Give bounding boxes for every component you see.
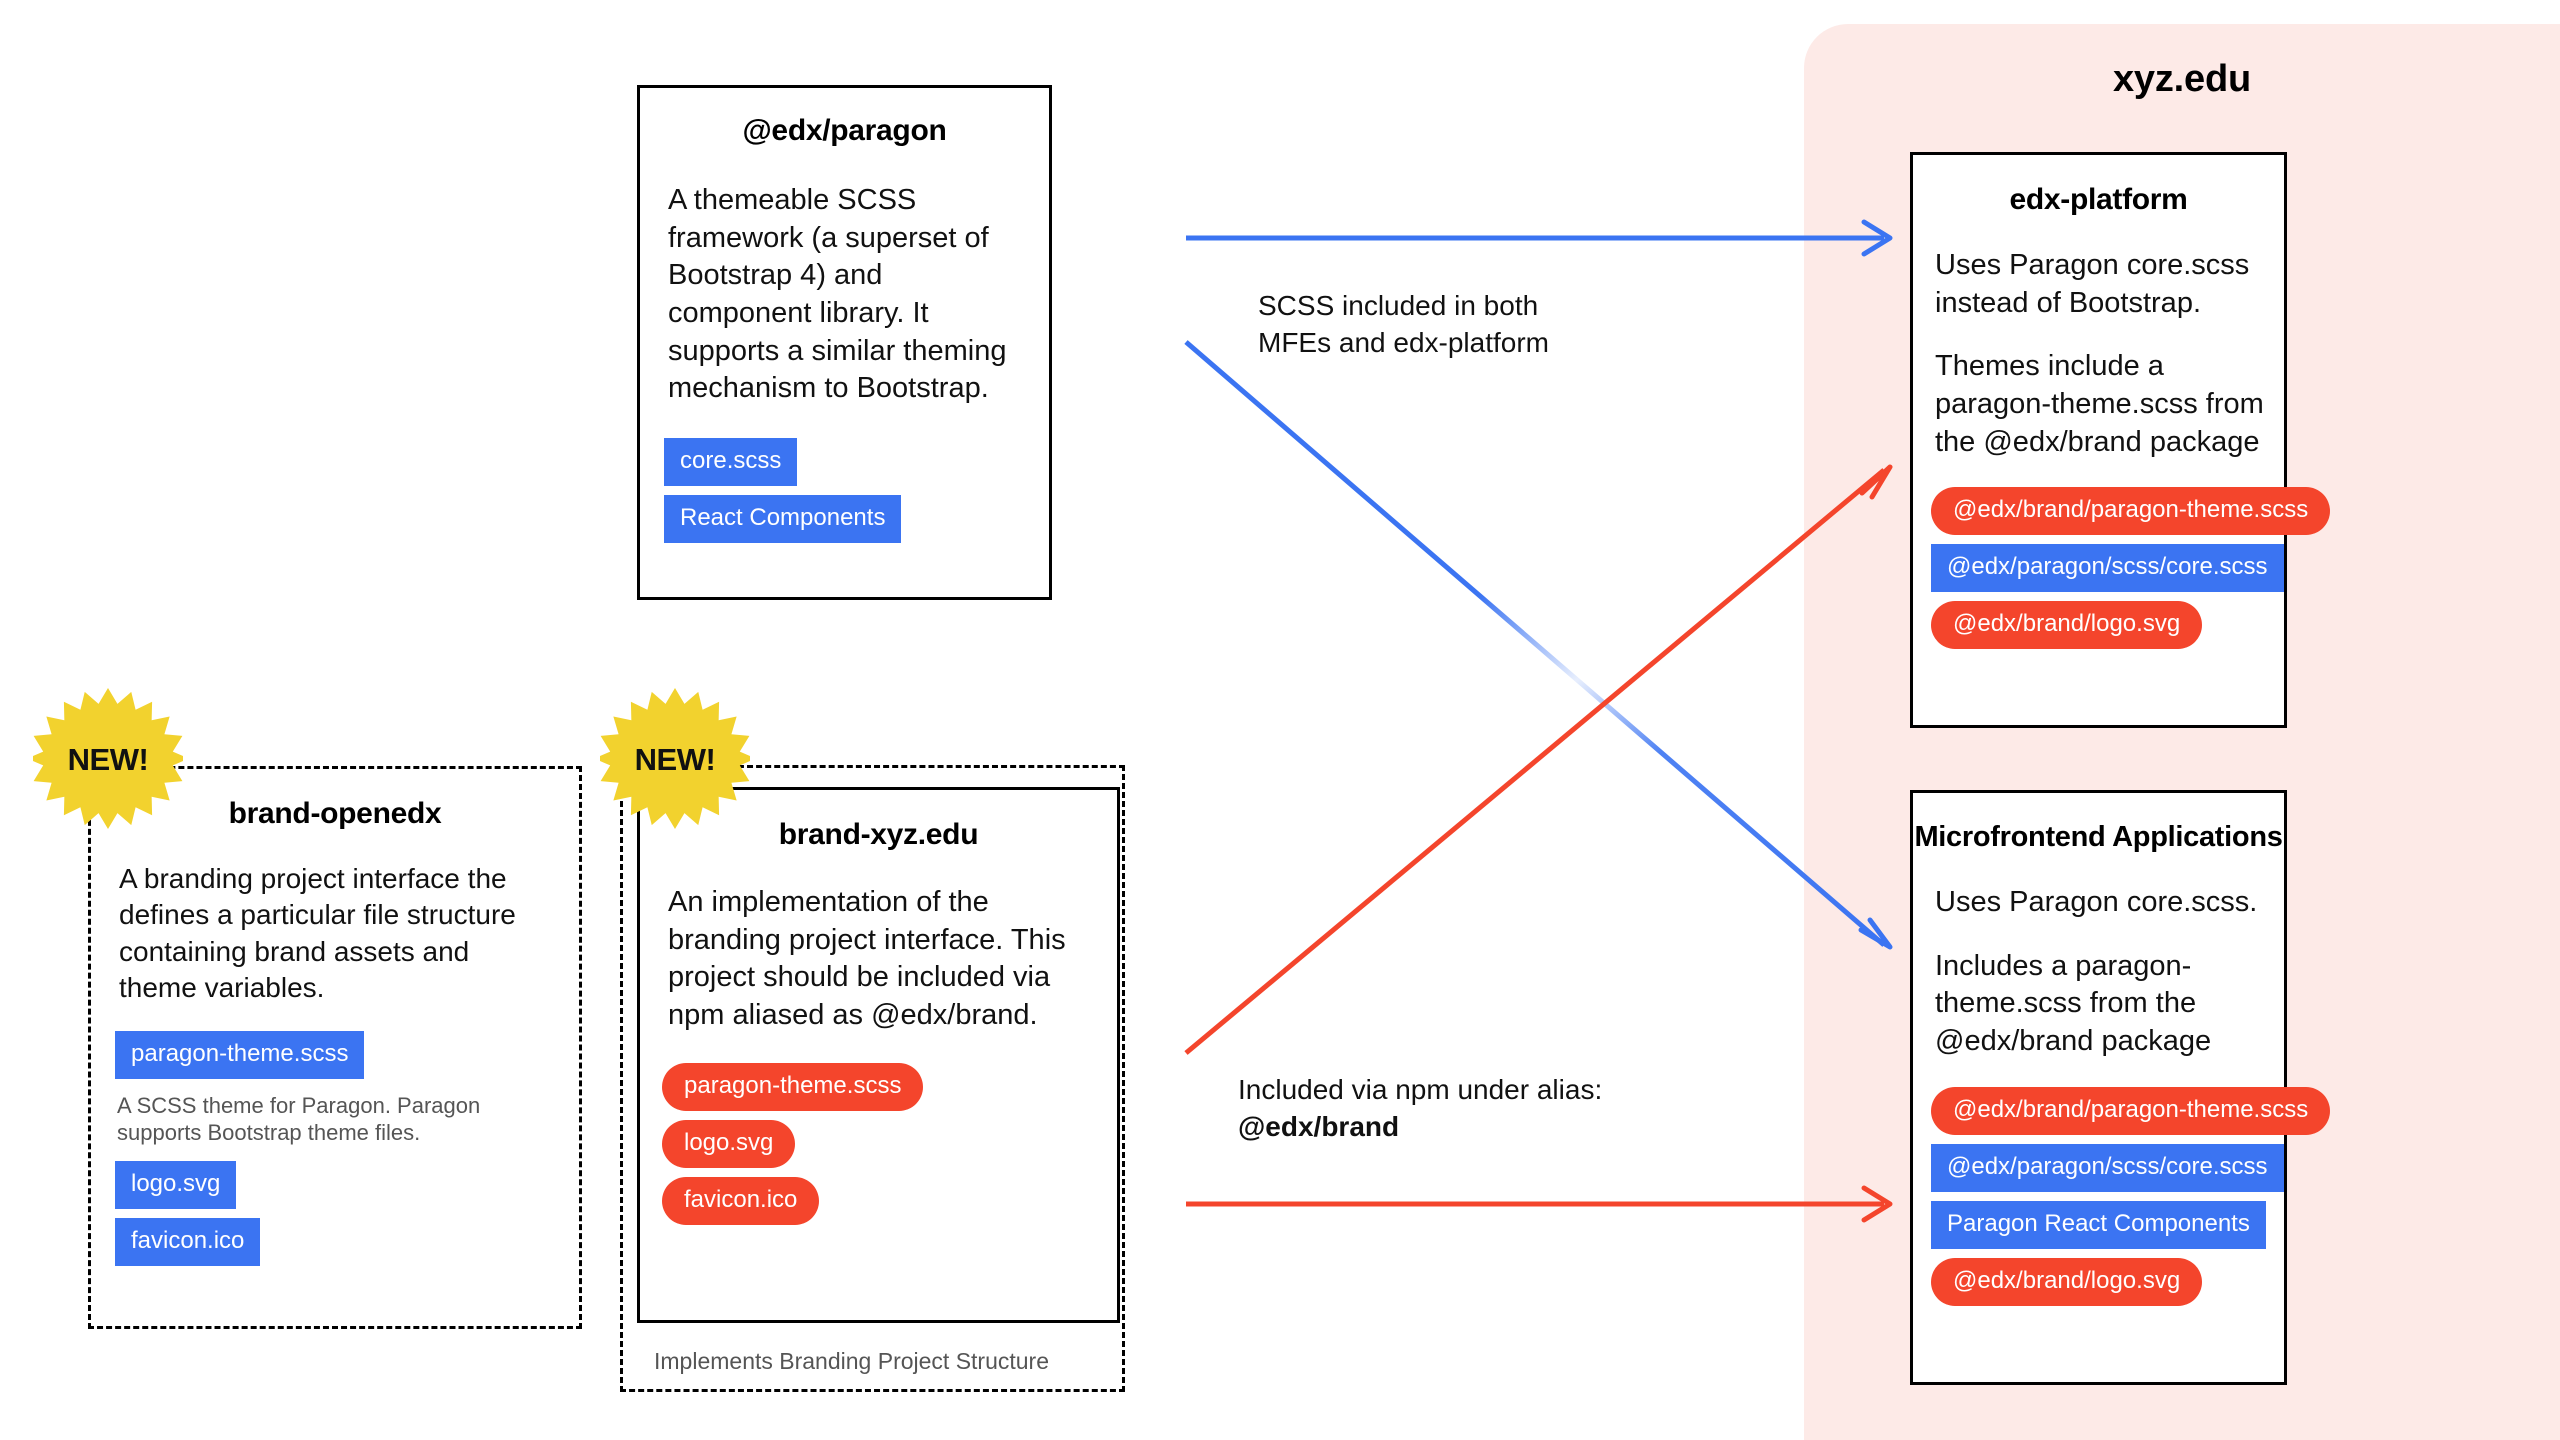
tag-edx-brand-paragon-theme-scss[interactable]: @edx/brand/paragon-theme.scss xyxy=(1931,1086,2331,1135)
brand-openedx-title: brand-openedx xyxy=(228,797,442,830)
arrow-label-npm-line2: @edx/brand xyxy=(1238,1110,1400,1142)
tag-paragon-theme-scss[interactable]: paragon-theme.scss xyxy=(662,1062,924,1111)
microfrontend-applications-body: Uses Paragon core.scss. Includes a parag… xyxy=(1935,884,2264,1061)
microfrontend-paragraph-2: Includes a paragon-theme.scss from the @… xyxy=(1935,949,2212,1058)
tag-row: @edx/brand/paragon-theme.scss xyxy=(1931,1086,2331,1144)
tag-row: Paragon React Components xyxy=(1931,1200,2284,1258)
xyz-edu-panel-title: xyz.edu xyxy=(2113,58,2251,100)
brand-xyz-edu-paragraph: An implementation of the branding projec… xyxy=(668,886,1066,1032)
tag-favicon-ico[interactable]: favicon.ico xyxy=(115,1217,261,1266)
tag-edx-brand-paragon-theme-scss[interactable]: @edx/brand/paragon-theme.scss xyxy=(1931,487,2331,536)
paragon-box: @edx/paragon A themeable SCSS framework … xyxy=(637,85,1052,600)
arrow-label-npm: Included via npm under alias: @edx/brand xyxy=(1238,1072,1718,1146)
new-badge-brand-openedx: NEW! xyxy=(27,685,189,835)
tag-row: React Components xyxy=(664,495,1049,552)
paragon-box-paragraph: A themeable SCSS framework (a superset o… xyxy=(668,184,1007,405)
starburst-icon xyxy=(594,688,756,829)
edx-platform-title: edx-platform xyxy=(2009,183,2188,216)
brand-openedx-tag-list-top: paragon-theme.scss xyxy=(115,1030,579,1088)
tag-row: logo.svg xyxy=(115,1160,579,1218)
paragon-box-tag-list: core.scss React Components xyxy=(664,438,1049,552)
arrow-brand-to-edx-platform xyxy=(1184,464,1893,1055)
tag-row: favicon.ico xyxy=(662,1176,1117,1234)
tag-react-components[interactable]: React Components xyxy=(664,495,902,544)
brand-xyz-edu-title: brand-xyz.edu xyxy=(778,818,979,851)
microfrontend-paragraph-1: Uses Paragon core.scss. xyxy=(1935,886,2258,918)
paragon-box-title: @edx/paragon xyxy=(742,114,947,147)
brand-openedx-note: A SCSS theme for Paragon. Paragon suppor… xyxy=(117,1092,481,1146)
arrow-label-scss-line2: MFEs and edx-platform xyxy=(1258,326,1549,358)
edx-platform-paragraph-1: Uses Paragon core.scss instead of Bootst… xyxy=(1935,249,2250,319)
arrow-scss-to-edx-platform xyxy=(1186,219,1893,257)
brand-xyz-edu-outer-box xyxy=(620,765,1125,1392)
tag-core-scss[interactable]: core.scss xyxy=(664,438,798,487)
tag-edx-brand-logo-svg[interactable]: @edx/brand/logo.svg xyxy=(1931,1257,2203,1306)
edx-platform-box: edx-platform Uses Paragon core.scss inst… xyxy=(1910,152,2331,728)
microfrontend-applications-box: Microfrontend Applications Uses Paragon … xyxy=(1910,790,2331,1385)
tag-row: paragon-theme.scss xyxy=(115,1030,579,1088)
new-badge-brand-xyz-edu: NEW! xyxy=(594,685,756,835)
tag-row: core.scss xyxy=(664,438,1049,495)
brand-openedx-body: A branding project interface the defines… xyxy=(119,861,553,1007)
tag-row: logo.svg xyxy=(662,1119,1117,1177)
tag-favicon-ico[interactable]: favicon.ico xyxy=(662,1176,820,1225)
tag-paragon-react-components[interactable]: Paragon React Components xyxy=(1931,1200,2266,1249)
arrow-label-npm-line1: Included via npm under alias: xyxy=(1238,1074,1603,1105)
tag-row: @edx/paragon/scss/core.scss xyxy=(1931,544,2284,601)
brand-xyz-edu-body: An implementation of the branding projec… xyxy=(668,884,1093,1035)
arrow-label-scss: SCSS included in both MFEs and edx-platf… xyxy=(1258,288,1718,362)
microfrontend-tag-list: @edx/brand/paragon-theme.scss @edx/parag… xyxy=(1931,1086,2331,1315)
tag-row: favicon.ico xyxy=(115,1217,579,1275)
starburst-icon xyxy=(27,688,189,829)
tag-row: @edx/paragon/scss/core.scss xyxy=(1931,1143,2284,1201)
new-badge-label: NEW! xyxy=(634,742,716,777)
tag-logo-svg[interactable]: logo.svg xyxy=(662,1119,796,1168)
paragon-box-body: A themeable SCSS framework (a superset o… xyxy=(668,182,1021,408)
arrow-label-scss-line1: SCSS included in both xyxy=(1258,290,1539,321)
tag-edx-brand-logo-svg[interactable]: @edx/brand/logo.svg xyxy=(1931,601,2203,650)
tag-logo-svg[interactable]: logo.svg xyxy=(115,1160,237,1209)
arrow-scss-to-microfrontends xyxy=(1184,340,1893,950)
brand-openedx-box: brand-openedx A branding project interfa… xyxy=(88,766,582,1329)
brand-xyz-edu-tag-list: paragon-theme.scss logo.svg favicon.ico xyxy=(662,1062,1117,1234)
brand-openedx-paragraph: A branding project interface the defines… xyxy=(119,863,516,1004)
new-badge-label: NEW! xyxy=(67,742,149,777)
brand-openedx-tag-list-bottom: logo.svg favicon.ico xyxy=(115,1160,579,1275)
tag-edx-paragon-scss-core-scss[interactable]: @edx/paragon/scss/core.scss xyxy=(1931,1143,2284,1192)
arrow-brand-to-microfrontends xyxy=(1186,1185,1893,1223)
tag-row: @edx/brand/logo.svg xyxy=(1931,1257,2284,1315)
tag-row: @edx/brand/logo.svg xyxy=(1931,601,2284,658)
tag-edx-paragon-scss-core-scss[interactable]: @edx/paragon/scss/core.scss xyxy=(1931,544,2284,593)
edx-platform-body: Uses Paragon core.scss instead of Bootst… xyxy=(1935,247,2264,461)
tag-row: @edx/brand/paragon-theme.scss xyxy=(1931,487,2331,544)
tag-row: paragon-theme.scss xyxy=(662,1062,1117,1120)
edx-platform-paragraph-2: Themes include a paragon-theme.scss from… xyxy=(1935,350,2264,458)
microfrontend-applications-title: Microfrontend Applications xyxy=(1914,821,2283,853)
brand-xyz-edu-box: brand-xyz.edu An implementation of the b… xyxy=(637,787,1120,1323)
edx-platform-tag-list: @edx/brand/paragon-theme.scss @edx/parag… xyxy=(1931,487,2331,658)
tag-paragon-theme-scss[interactable]: paragon-theme.scss xyxy=(115,1030,365,1079)
brand-xyz-edu-footer-note: Implements Branding Project Structure xyxy=(654,1348,1050,1374)
